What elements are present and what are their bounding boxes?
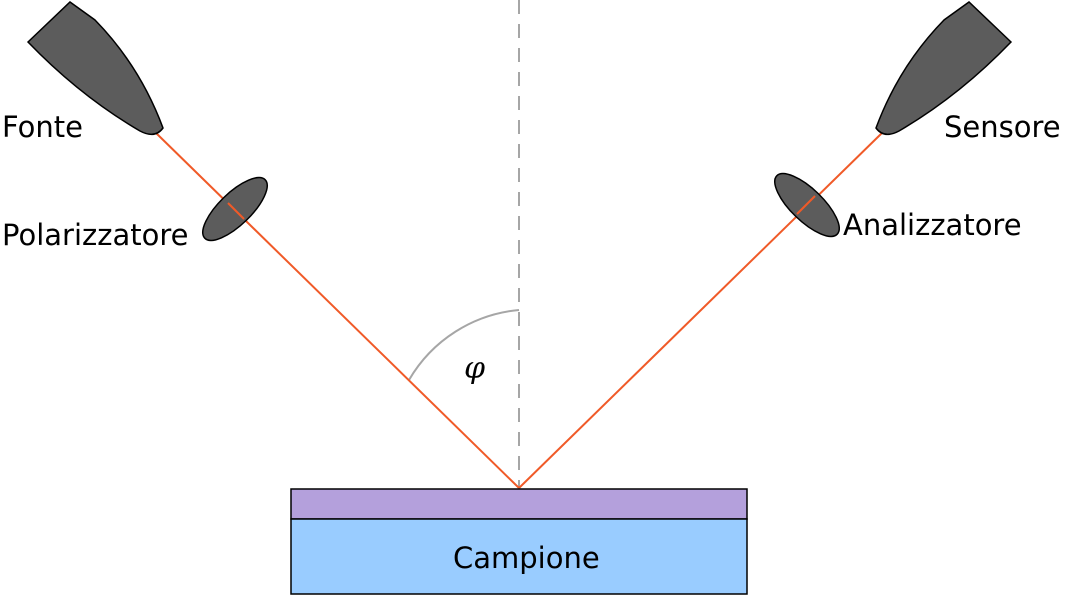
sensor-device-icon	[875, 1, 1013, 136]
incidence-angle-arc	[408, 309, 520, 381]
reflected-beam	[518, 131, 884, 489]
source-device-icon	[26, 1, 164, 136]
sensor-label: Sensore	[944, 110, 1061, 144]
reflected-beam-through-analyzer	[796, 195, 816, 215]
sample-substrate	[290, 518, 748, 595]
source-label: Fonte	[2, 110, 83, 144]
polarizer-label: Polarizzatore	[2, 218, 189, 252]
incident-beam	[154, 131, 520, 489]
analyzer-label: Analizzatore	[843, 208, 1022, 242]
incident-beam-through-polarizer	[227, 202, 245, 220]
thin-film-layer	[290, 488, 748, 520]
angle-phi-label: φ	[464, 351, 486, 386]
sample-label: Campione	[453, 541, 600, 575]
